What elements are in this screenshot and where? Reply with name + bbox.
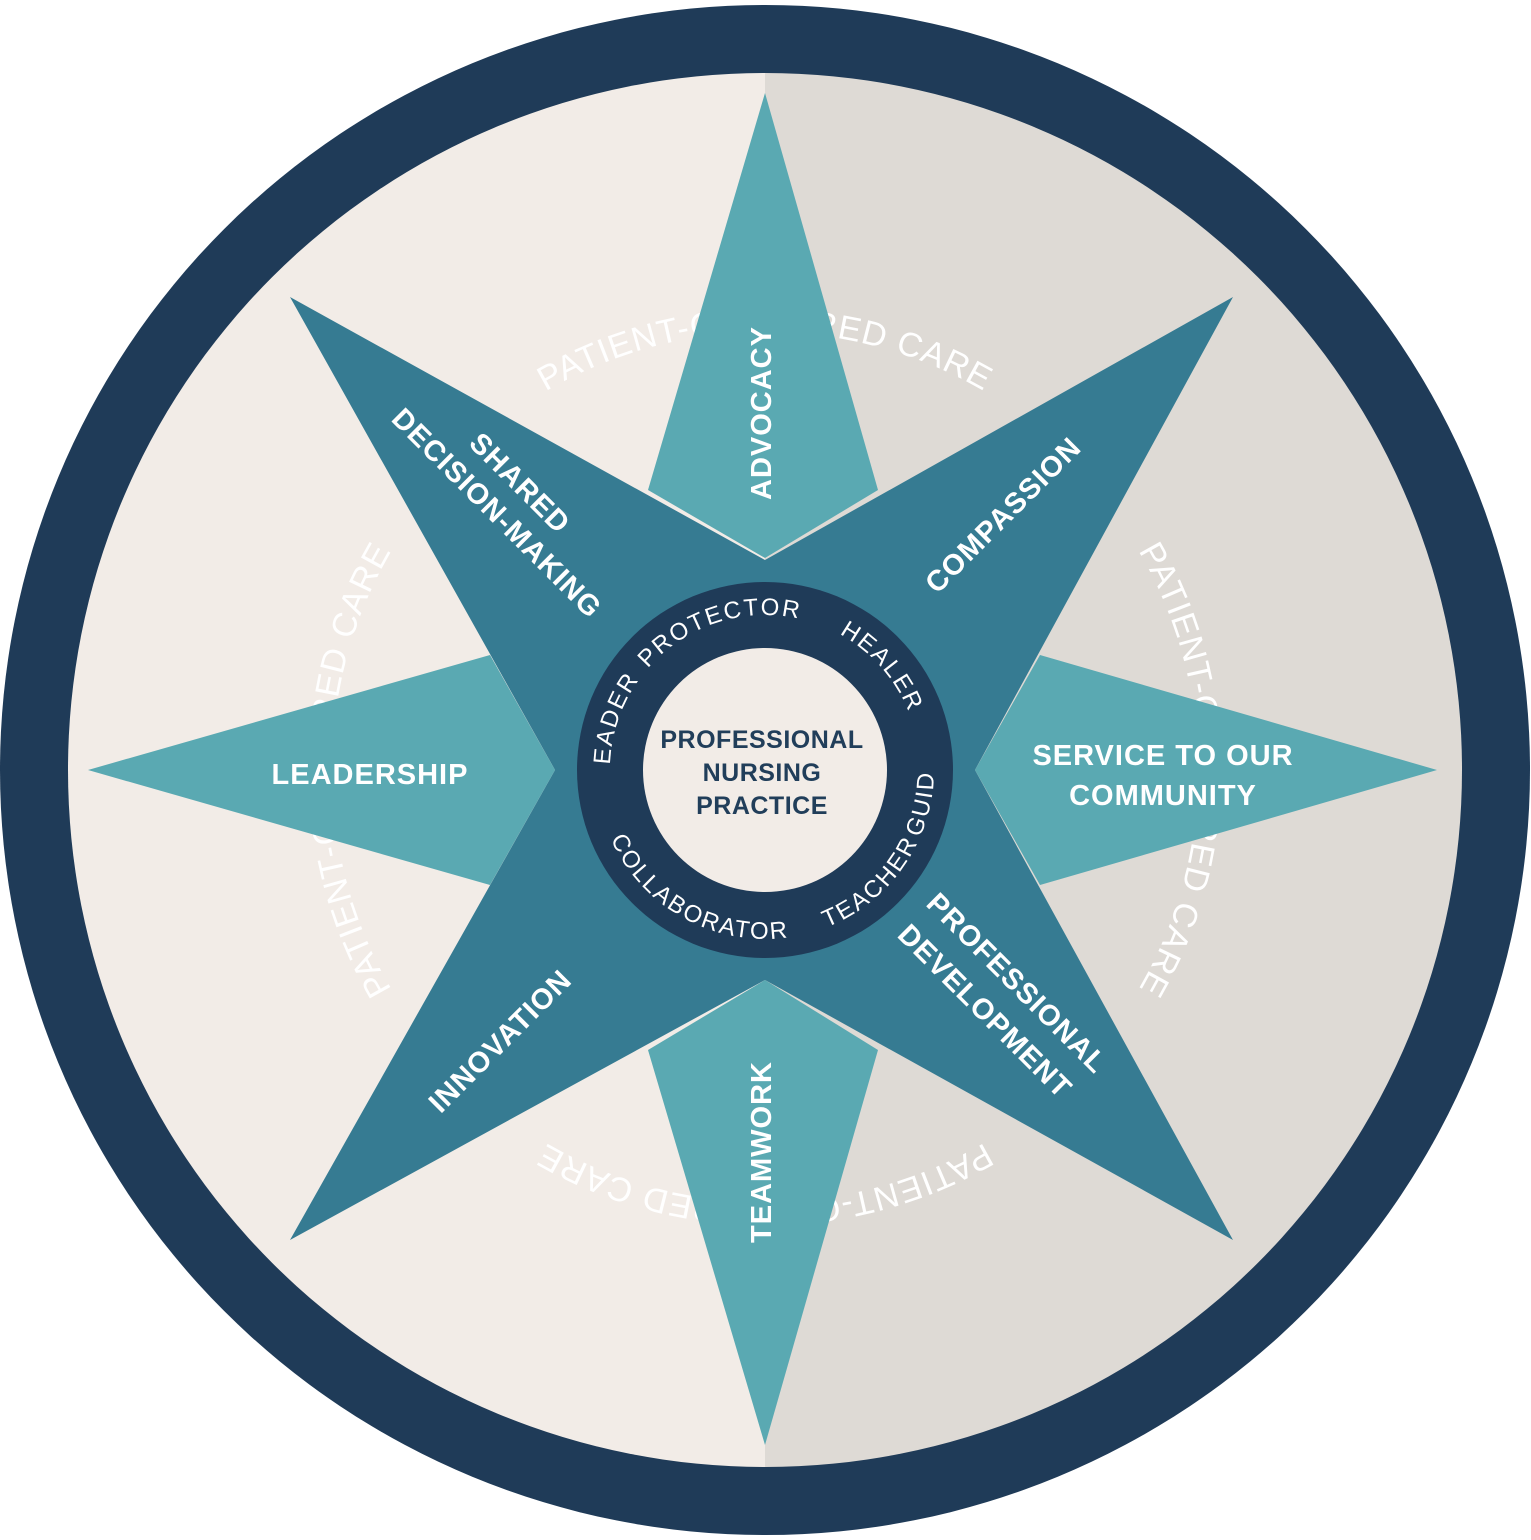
label-leadership: LEADERSHIP: [272, 759, 469, 791]
star-point-east: [975, 655, 1437, 885]
center-line1: PROFESSIONAL: [660, 726, 863, 754]
star-point-south: [648, 980, 878, 1445]
star-cardinal-points: [648, 93, 878, 558]
label-service-line1: SERVICE TO OUR: [1032, 740, 1293, 772]
label-service-line2: COMMUNITY: [1069, 780, 1257, 812]
label-advocacy: ADVOCACY: [746, 326, 778, 500]
center-line2: NURSING: [703, 759, 822, 787]
label-teamwork: TEAMWORK: [746, 1061, 778, 1243]
star-point-west: [88, 655, 555, 885]
center-circle: [643, 648, 887, 892]
center-line3: PRACTICE: [696, 792, 828, 820]
